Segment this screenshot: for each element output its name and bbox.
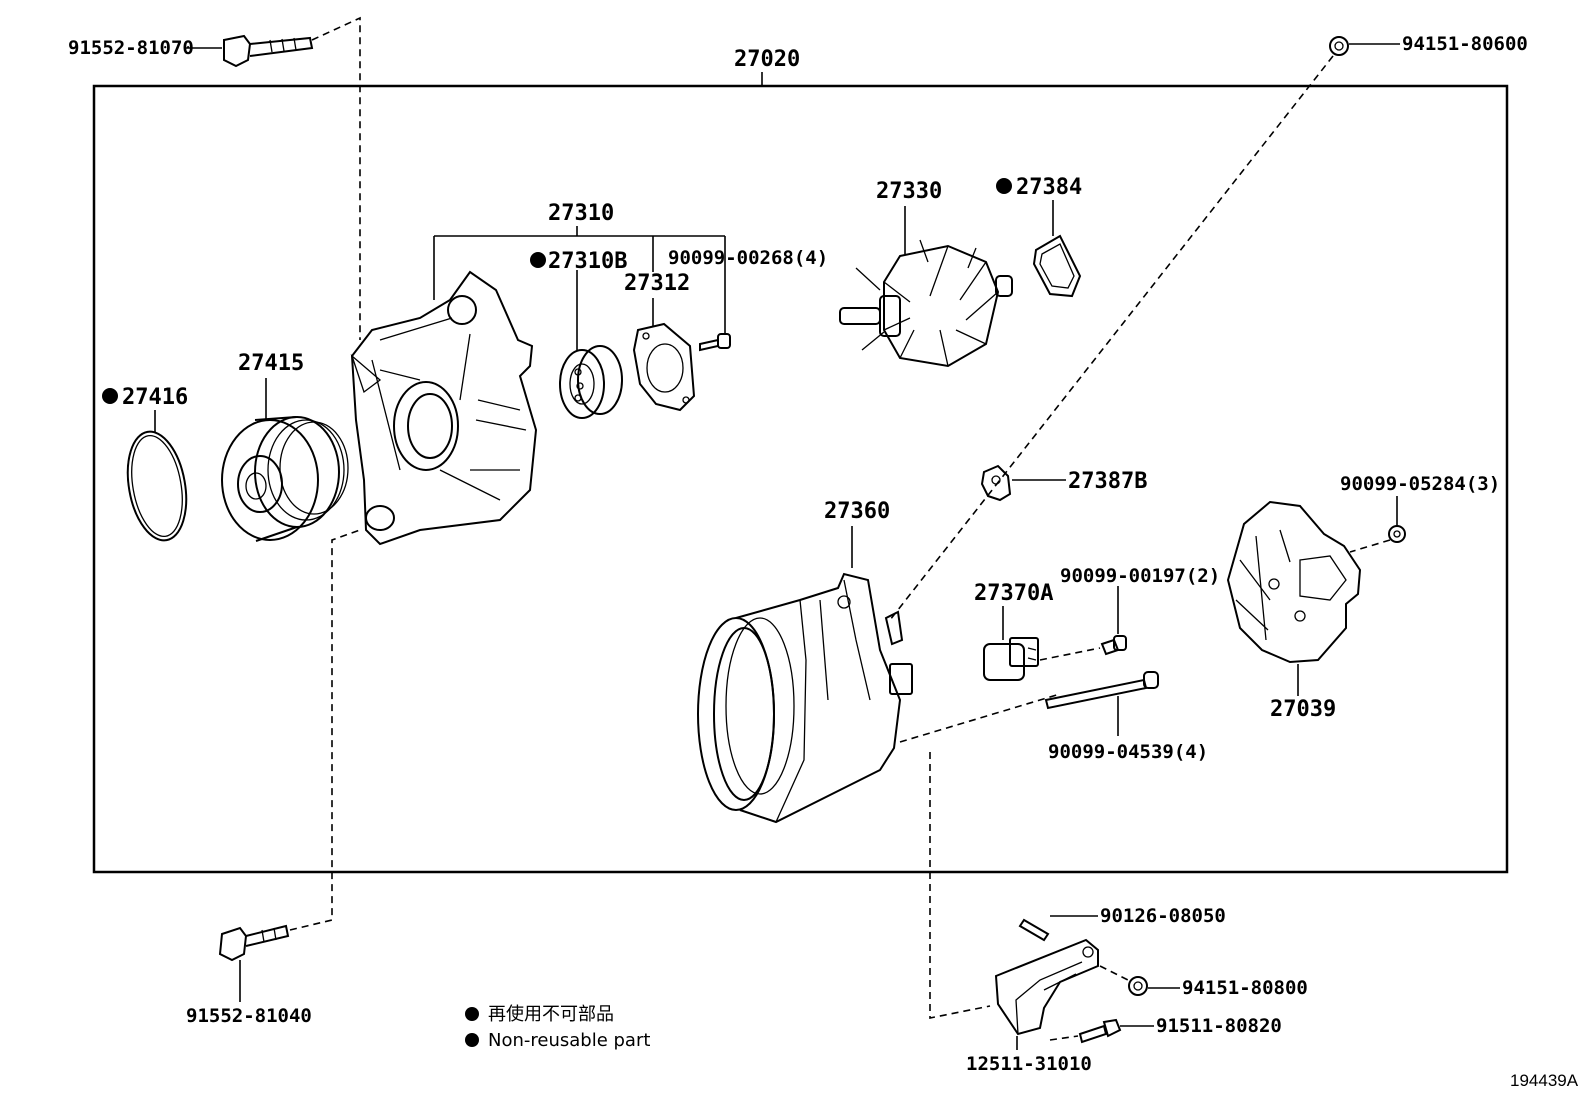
through-bolt-90099-04539[interactable]	[1044, 671, 1159, 710]
label-12511-31010[interactable]: 12511-31010	[966, 1053, 1092, 1075]
legend-text-en: Non-reusable part	[488, 1030, 650, 1051]
label-27310B[interactable]: 27310B	[548, 249, 627, 274]
label-94151-80800[interactable]: 94151-80800	[1182, 977, 1308, 999]
legend-text-jp: 再使用不可部品	[488, 1004, 614, 1025]
drive-end-frame[interactable]	[350, 270, 538, 546]
bracket-12511-31010[interactable]	[994, 938, 1099, 1036]
label-27312[interactable]: 27312	[624, 271, 690, 296]
insulator-27387B[interactable]	[980, 464, 1012, 502]
nut-94151-80600[interactable]	[1329, 36, 1349, 56]
rectifier-end-frame-27360[interactable]	[697, 572, 913, 824]
label-90099-05284[interactable]: 90099-05284(3)	[1340, 473, 1500, 495]
label-27039[interactable]: 27039	[1270, 697, 1336, 722]
cover-27384[interactable]	[1032, 234, 1082, 298]
stud-90126-08050[interactable]	[1018, 918, 1050, 942]
rotor-27330[interactable]	[839, 239, 1013, 368]
assembly-frame	[92, 84, 1509, 874]
label-90099-00197[interactable]: 90099-00197(2)	[1060, 565, 1220, 587]
retainer-plate-27312[interactable]	[632, 322, 696, 412]
non-reusable-marker	[996, 178, 1012, 194]
bolt-91511-80820[interactable]	[1078, 1018, 1122, 1044]
label-27415[interactable]: 27415	[238, 351, 304, 376]
label-27370A[interactable]: 27370A	[974, 581, 1053, 606]
legend-marker-jp	[465, 1007, 479, 1021]
label-27387B[interactable]: 27387B	[1068, 469, 1147, 494]
label-90126-08050[interactable]: 90126-08050	[1100, 905, 1226, 927]
diagram-code: 194439A	[1510, 1071, 1579, 1090]
label-27330[interactable]: 27330	[876, 179, 942, 204]
nut-94151-80800[interactable]	[1128, 976, 1148, 996]
label-91552-81040[interactable]: 91552-81040	[186, 1005, 312, 1027]
non-reusable-marker	[530, 252, 546, 268]
screw-90099-00268[interactable]	[699, 333, 731, 352]
bolt-91552-81040[interactable]	[218, 924, 290, 962]
screw-90099-00197[interactable]	[1100, 635, 1127, 656]
rear-cover-27039[interactable]	[1226, 500, 1362, 664]
label-27384[interactable]: 27384	[1016, 175, 1082, 200]
label-90099-00268[interactable]: 90099-00268(4)	[668, 247, 828, 269]
label-27360[interactable]: 27360	[824, 499, 890, 524]
label-94151-80600[interactable]: 94151-80600	[1402, 33, 1528, 55]
label-27310[interactable]: 27310	[548, 201, 614, 226]
legend-marker-en	[465, 1033, 479, 1047]
label-27416[interactable]: 27416	[122, 385, 188, 410]
brush-holder-27370A[interactable]	[983, 637, 1039, 681]
bolt-91552-81070[interactable]	[223, 34, 314, 68]
snap-ring-27416[interactable]	[120, 427, 194, 545]
bearing-27310B[interactable]	[559, 345, 623, 419]
label-91511-80820[interactable]: 91511-80820	[1156, 1015, 1282, 1037]
label-27020[interactable]: 27020	[734, 47, 800, 72]
non-reusable-marker	[102, 388, 118, 404]
label-90099-04539[interactable]: 90099-04539(4)	[1048, 741, 1208, 763]
nut-90099-05284[interactable]	[1388, 525, 1406, 543]
label-91552-81070[interactable]: 91552-81070	[68, 37, 194, 59]
pulley-27415[interactable]	[221, 416, 349, 542]
